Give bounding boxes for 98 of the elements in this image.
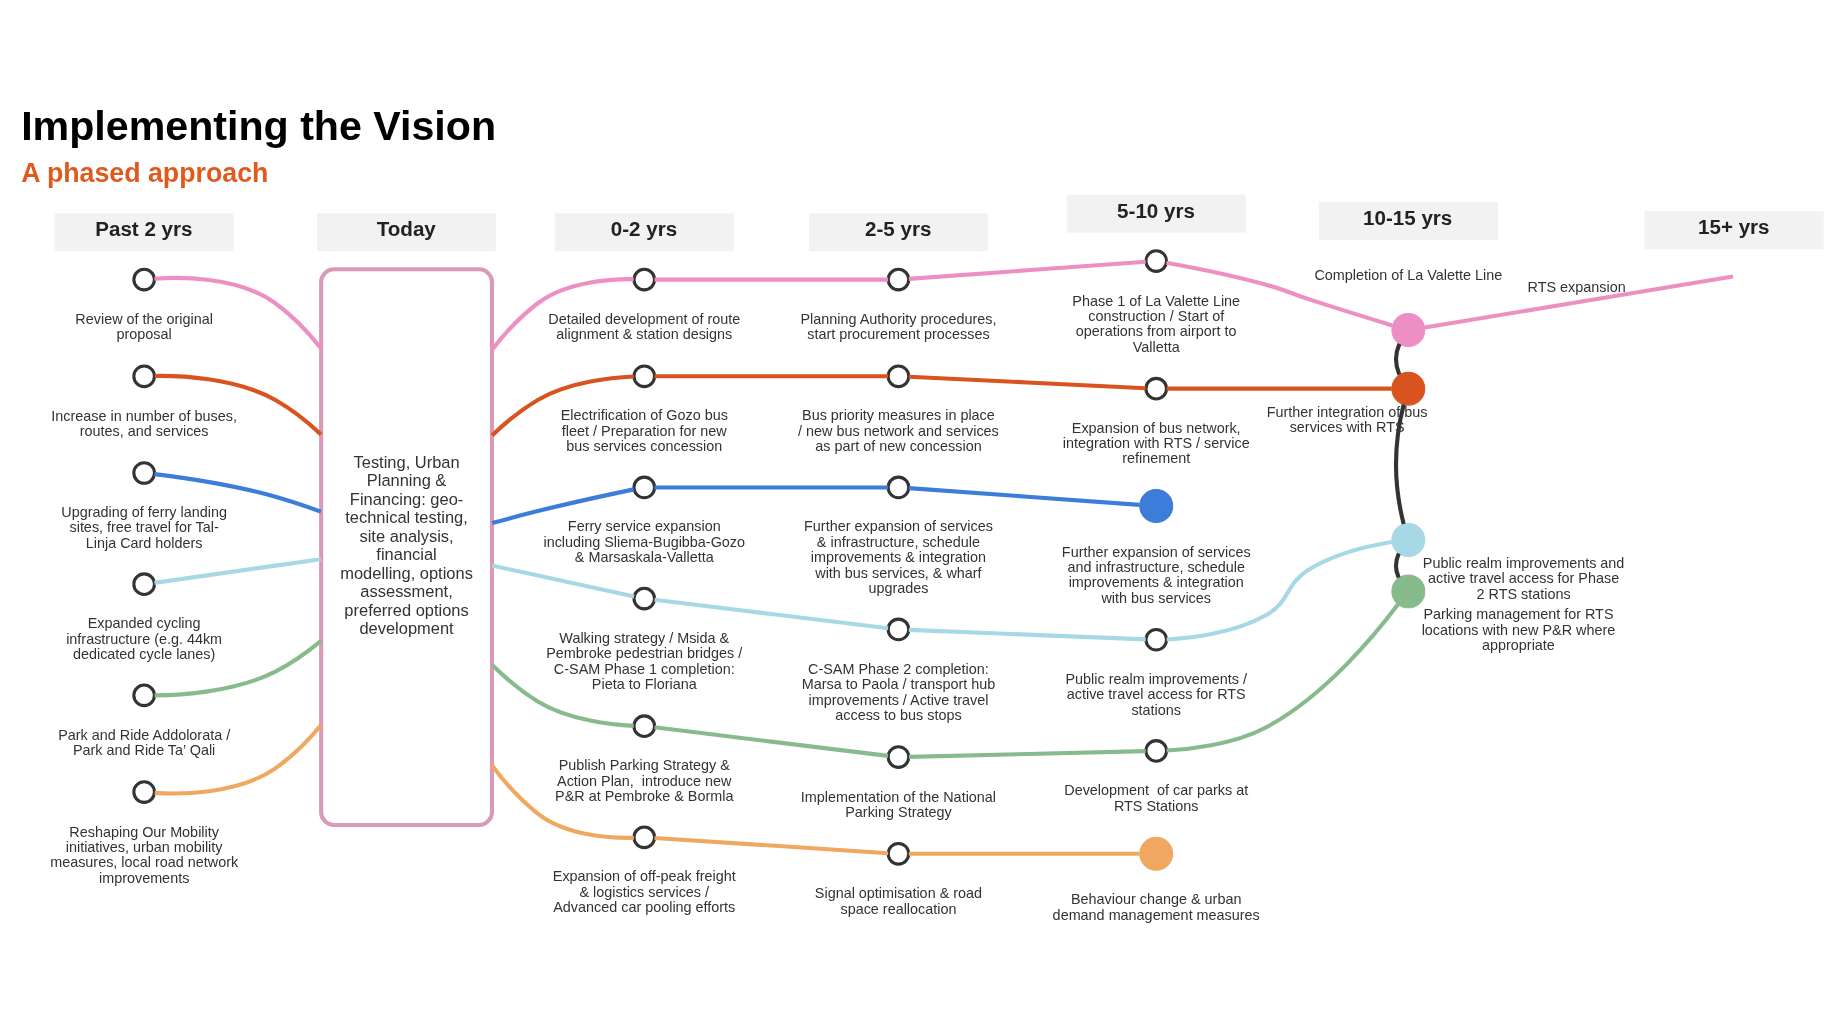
node-circle — [886, 363, 911, 388]
connector — [1424, 273, 1734, 329]
label: 15+ yrs — [1698, 214, 1770, 238]
label: 2-5 yrs — [865, 216, 932, 240]
node-label: Reshaping Our Mobility initiatives, urban mobility measures, local road network improvements — [50, 823, 239, 886]
node-label: Walking strategy / Msida & Pembroke pedestrian bridges / C-SAM Phase 1 completion: Pieta to Floriana — [546, 629, 743, 692]
label: Past 2 yrs — [95, 216, 193, 240]
label: 0-2 yrs — [610, 216, 678, 240]
node-circle — [886, 744, 911, 769]
diagram-title: Implementing the Vision — [21, 102, 497, 149]
node-circle — [132, 363, 156, 388]
connector — [154, 723, 323, 795]
label: A phased approach — [21, 157, 269, 188]
node-circle — [1391, 312, 1426, 347]
connector — [491, 563, 635, 599]
connector — [654, 835, 889, 855]
node-label: Upgrading of ferry landing sites, free travel for Tal-Linja Card holders — [61, 503, 227, 551]
node-circle — [886, 617, 911, 641]
node-circle — [132, 460, 156, 485]
connector — [1166, 260, 1393, 327]
node-label: Development of car parks at RTS Stations — [1064, 781, 1249, 814]
node-label: Expansion of off-peak freight & logistics services / Advanced car pooling efforts — [552, 867, 736, 915]
node-label: Public realm improvements / active travel access for RTS stations — [1065, 670, 1247, 718]
node-label: Park and Ride Addolorata / Park and Ride Ta’ Qali — [58, 726, 231, 758]
node-circle — [632, 267, 657, 291]
node-circle — [886, 475, 911, 499]
connector — [908, 374, 1146, 390]
node-circle — [1144, 376, 1169, 400]
connector — [1166, 539, 1393, 641]
label: Today — [376, 216, 436, 240]
node-label: Ferry service expansion including Sliema-Bugibba-Gozo & Marsaskala-Valletta — [543, 517, 746, 565]
node-label: Electrification of Gozo bus fleet / Preparation for new bus services concession — [560, 406, 728, 454]
node-circle — [886, 841, 911, 866]
connector — [1166, 386, 1392, 391]
connector — [490, 763, 634, 840]
node-label: Increase in number of buses, routes, and services — [51, 407, 237, 439]
node-circle — [1144, 738, 1169, 763]
connector — [654, 373, 889, 378]
connector — [654, 277, 889, 282]
node-label: Parking management for RTS locations with new P&R where appropriate — [1421, 605, 1616, 653]
node-circle — [632, 475, 657, 499]
connector — [490, 373, 634, 437]
connector — [1393, 403, 1406, 524]
node-label: Further expansion of services and infrastructure, schedule improvements & integration with bus services — [1061, 543, 1251, 606]
node-circle — [886, 267, 911, 291]
connector — [490, 276, 634, 351]
node-circle — [1139, 488, 1174, 523]
node-circle — [1144, 248, 1169, 273]
node-circle — [132, 779, 156, 804]
node-circle — [632, 713, 657, 738]
connector — [491, 486, 635, 525]
node-label: Review of the original proposal — [75, 310, 213, 342]
connector — [1394, 552, 1401, 578]
label: 10-15 yrs — [1363, 205, 1453, 229]
node-label: Signal optimisation & road space reallocation — [814, 884, 983, 917]
connector — [908, 627, 1146, 641]
connector — [1394, 342, 1402, 375]
connector — [654, 597, 889, 630]
node-circle — [632, 363, 657, 388]
connector — [908, 259, 1146, 281]
connector — [1166, 602, 1400, 753]
edge-label: RTS expansion — [1527, 278, 1626, 295]
node-label: Phase 1 of La Valette Line construction / Start of operations from airport to Valletta — [1072, 292, 1241, 355]
node-circle — [1391, 573, 1426, 608]
connector — [490, 662, 634, 728]
connector — [908, 748, 1146, 759]
node-label: Implementation of the National Parking Strategy — [800, 788, 997, 820]
node-label: Expansion of bus network, integration with RTS / service refinement — [1062, 419, 1250, 466]
connector — [154, 373, 323, 436]
node-circle — [632, 586, 657, 610]
node-label: Further expansion of services & infrastructure, schedule improvements & integration with bus services, & wharf upgrades — [804, 517, 993, 596]
node-label: Planning Authority procedures, start procurement processes — [800, 310, 997, 342]
connector — [154, 275, 323, 350]
node-label: Publish Parking Strategy & Action Plan, introduce new P&R at Pembroke & Bormla — [555, 756, 734, 804]
node-circle — [132, 267, 156, 291]
node-label: C-SAM Phase 2 completion: Marsa to Paola / transport hub improvements / Active travel access to bus stops — [801, 660, 996, 723]
node-circle — [132, 571, 156, 596]
node-box: Testing, Urban Planning & Financing: geo-technical testing, site analysis, financial modelling, options assessment, preferred options development — [319, 266, 495, 827]
node-label: Expanded cycling infrastructure (e.g. 44km dedicated cycle lanes) — [66, 614, 223, 662]
connector — [908, 851, 1140, 856]
node-circle — [1139, 836, 1174, 871]
connector — [654, 724, 889, 758]
node-label: Completion of La Valette Line — [1314, 266, 1503, 283]
node-label: Detailed development of route alignment & station designs — [548, 310, 741, 342]
connector — [908, 485, 1140, 507]
node-label: Public realm improvements and active travel access for Phase 2 RTS stations — [1422, 554, 1625, 602]
node-circle — [1391, 371, 1426, 406]
node-circle — [632, 825, 657, 849]
node-label: Behaviour change & urban demand management measures — [1052, 890, 1260, 923]
node-circle — [1144, 627, 1169, 652]
connector — [154, 638, 323, 697]
label: 5-10 yrs — [1117, 198, 1195, 222]
node-label: Bus priority measures in place / new bus network and services as part of new concession — [798, 406, 999, 454]
node-circle — [1391, 522, 1426, 557]
connector — [154, 556, 322, 585]
connector — [154, 471, 322, 514]
node-circle — [132, 682, 156, 707]
connector — [654, 484, 889, 489]
